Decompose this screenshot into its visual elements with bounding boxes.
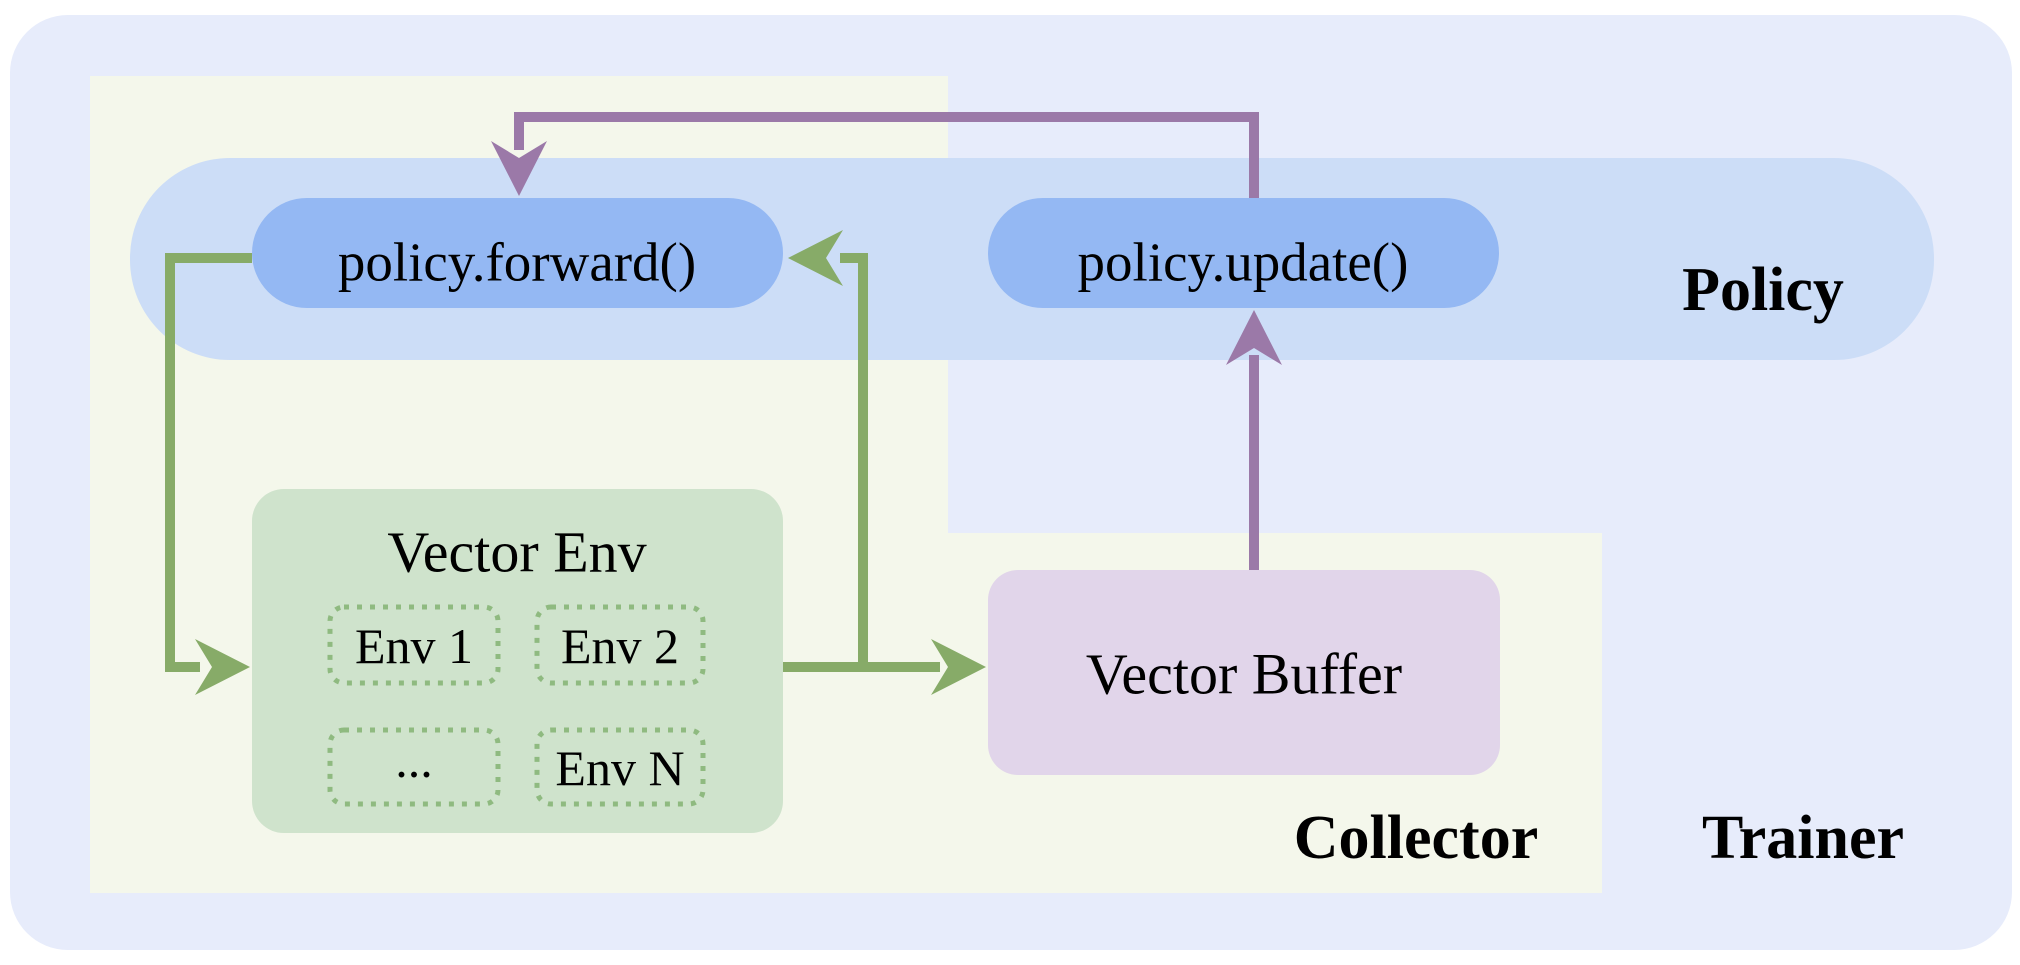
arrow-update-to-forward-head	[491, 141, 547, 196]
arrow-forward-to-env-head	[195, 639, 250, 695]
arrow-update-to-forward-line	[514, 112, 1259, 198]
vector-buffer-node	[988, 570, 1500, 775]
arrow-env-to-buffer-head	[931, 639, 986, 695]
env-1-label: Env 1	[355, 618, 473, 674]
arrow-env-to-forward-line	[840, 253, 868, 667]
vector-env-node	[252, 489, 783, 833]
arrow-buffer-to-update	[1226, 310, 1282, 570]
env-2-cell	[534, 604, 706, 686]
arrow-env-to-forward	[788, 230, 868, 667]
env-n-label: Env N	[555, 740, 684, 796]
arrow-update-to-forward	[491, 112, 1259, 198]
arrow-buffer-to-update-head	[1226, 310, 1282, 365]
env-1-cell	[327, 604, 501, 686]
arrow-forward-to-env-line	[165, 253, 252, 672]
policy-forward-node	[252, 198, 783, 308]
policy-forward-label: policy.forward()	[338, 232, 696, 293]
arrow-forward-to-env	[165, 253, 252, 695]
collector-region-label: Collector	[1294, 804, 1538, 872]
arrow-env-to-forward-head	[788, 230, 843, 286]
vector-buffer-label: Vector Buffer	[1086, 642, 1402, 707]
trainer-region-label: Trainer	[1702, 804, 1904, 872]
env-2-label: Env 2	[561, 618, 679, 674]
env-n-cell	[534, 727, 706, 807]
vector-env-title: Vector Env	[387, 520, 646, 585]
policy-update-label: policy.update()	[1078, 232, 1409, 293]
env-ellipsis-cell	[327, 727, 501, 807]
policy-region-label: Policy	[1682, 256, 1844, 324]
policy-update-node	[988, 198, 1499, 308]
env-ellipsis-label: ...	[395, 732, 433, 788]
